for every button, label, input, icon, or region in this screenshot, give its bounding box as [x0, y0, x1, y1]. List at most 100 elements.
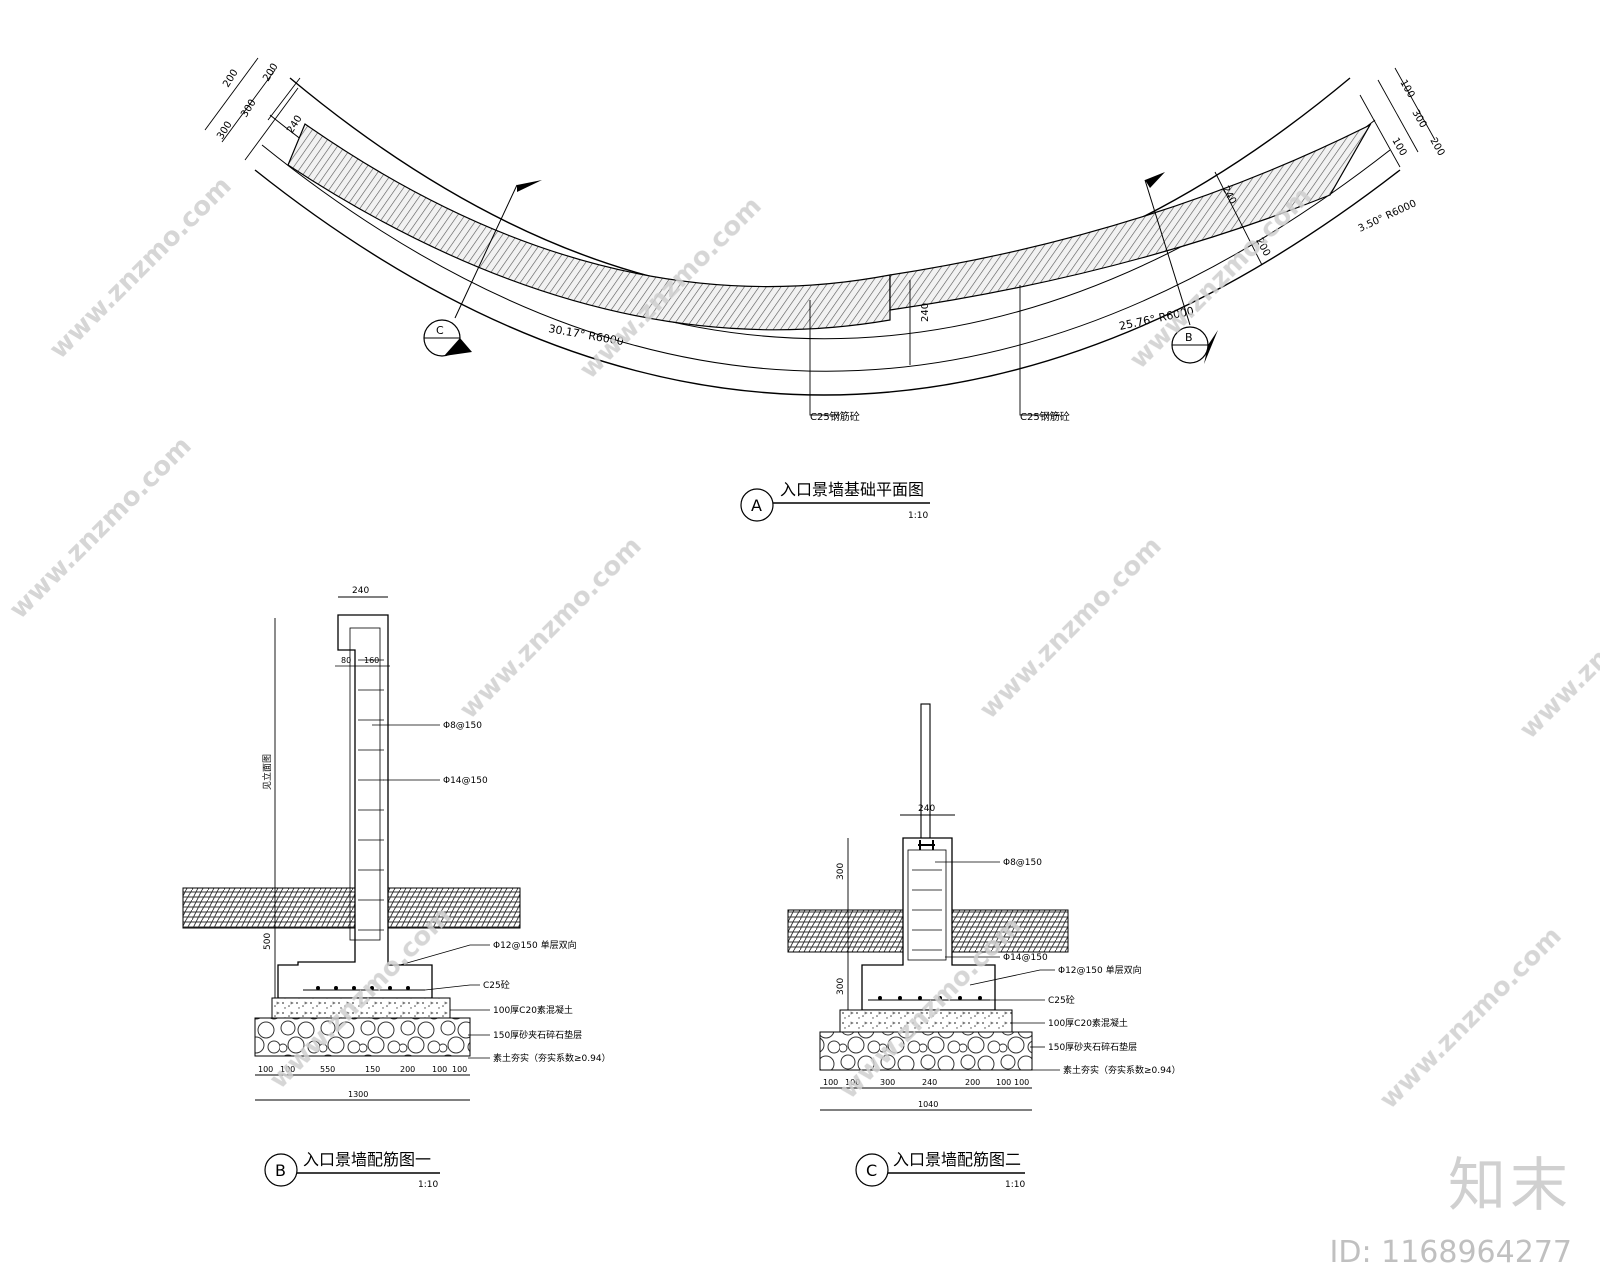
section-c-callout-0: Φ8@150 [1003, 858, 1042, 868]
section-c-callout-2: Φ12@150 单层双向 [1058, 964, 1142, 976]
plan-scale: 1:10 [908, 511, 928, 521]
section-c-bottom-dim-0: 100 [823, 1078, 838, 1087]
section-b-gravel [254, 1017, 471, 1057]
section-c-bottom-dim-5: 100 [996, 1078, 1011, 1087]
section-b-callout-3: C25砼 [483, 979, 510, 991]
plan-callout-right: C25钢筋砼 [1020, 410, 1070, 423]
plan-title-marker-circle [740, 488, 774, 522]
plan-outer-arc-bottom [254, 169, 1401, 396]
plan-inner-arc-2 [261, 144, 1391, 372]
section-c-total: 1040 [918, 1100, 938, 1109]
section-c-bottom-dim-1: 100 [845, 1078, 860, 1087]
section-c-leaders [935, 861, 1060, 1071]
plan-dim-left-1: 300 [239, 98, 258, 120]
section-b-sub-dim-0: 80 [341, 656, 351, 665]
plan-outer-arc-top [289, 77, 1351, 300]
section-c-bottom-dim-4: 200 [965, 1078, 980, 1087]
section-c-callout-3: C25砼 [1048, 994, 1075, 1006]
plan-dim-left-2: 200 [261, 62, 280, 84]
section-b-sub-dim-1: 160 [364, 656, 379, 665]
section-b-height-label: 见立面图 [261, 754, 273, 790]
section-b-view: 240 80 160 见立面图 500 Φ8@150 Φ14@150 Φ12@1… [182, 586, 611, 1190]
section-c-earth-left [787, 909, 905, 953]
section-c-post [920, 703, 931, 845]
section-b-total: 1300 [348, 1090, 368, 1099]
watermark-text-4: www.znzmo.com [4, 431, 198, 625]
section-c-callout-4: 100厚C20素混凝土 [1048, 1017, 1128, 1029]
section-b-callout-0: Φ8@150 [443, 721, 482, 731]
plan-arc-label-end: 3.50° R6000 [1357, 198, 1419, 235]
plan-dim-right-1: 300 [1409, 108, 1428, 130]
section-c-depth-label: 300 [836, 978, 846, 995]
plan-view: 200 300 200 300 240 100 300 100 200 3.50… [204, 57, 1446, 522]
plan-dim-center: 240 [920, 303, 931, 322]
plan-dims-right [1359, 67, 1436, 168]
watermark-text-5: www.znzmo.com [454, 531, 648, 725]
section-c-bottom-dim-6: 100 [1014, 1078, 1029, 1087]
section-b-bottom-dim-3: 150 [365, 1065, 380, 1074]
section-b-scale: 1:10 [418, 1180, 438, 1190]
section-c-view: 240 300 300 Φ8@150 Φ14@150 Φ12@150 单层双向 … [787, 703, 1181, 1190]
section-b-bottom-dim-2: 550 [320, 1065, 335, 1074]
section-b-bottom-dim-5: 100 [432, 1065, 447, 1074]
brand-logo-text: 知末 [1447, 1151, 1572, 1219]
wall-hatch-left [287, 123, 891, 331]
section-b-callout-6: 素土夯实（夯实系数≥0.94） [493, 1052, 611, 1064]
watermark-text-1: www.znzmo.com [44, 171, 238, 365]
section-b-marker: B [1185, 331, 1193, 344]
section-b-callout-1: Φ14@150 [443, 776, 488, 786]
section-c-scale: 1:10 [1005, 1180, 1025, 1190]
section-c-callout-6: 素土夯实（夯实系数≥0.94） [1063, 1064, 1181, 1076]
callout-leader-right [1019, 285, 1060, 416]
section-b-top-width: 240 [352, 586, 369, 596]
section-c-title-circle [855, 1153, 889, 1187]
section-c-bottom-dim-3: 240 [922, 1078, 937, 1087]
plan-dim-left-0: 200 [221, 68, 240, 90]
section-b-title-circle [264, 1153, 298, 1187]
watermark-text-7: www.znzmo.com [1374, 921, 1568, 1115]
section-c-title-marker: C [866, 1161, 877, 1180]
section-b-callout-2: Φ12@150 单层双向 [493, 939, 577, 951]
section-b-earth-right [384, 887, 521, 929]
section-c-gravel [819, 1031, 1033, 1071]
section-c-callout-5: 150厚砂夹石碎石垫层 [1048, 1041, 1137, 1053]
section-b-bottom-dim-0: 100 [258, 1065, 273, 1074]
plan-title-marker: A [751, 496, 762, 515]
section-b-depth-label: 500 [263, 933, 273, 950]
plan-title: 入口景墙基础平面图 [780, 480, 924, 499]
section-b-callout-4: 100厚C20素混凝土 [493, 1004, 573, 1016]
plan-dim-right-3: 200 [1427, 136, 1446, 158]
section-b-leaders [372, 724, 490, 1059]
section-c-height-label: 300 [836, 863, 846, 880]
section-b-bottom-dim-1: 100 [280, 1065, 295, 1074]
section-cut-b: B [1144, 172, 1218, 364]
section-c-bottom-bars [878, 996, 982, 1000]
image-id-text: ID: 1168964277 [1329, 1235, 1572, 1270]
section-c-marker: C [436, 324, 444, 337]
section-b-title: 入口景墙配筋图一 [303, 1150, 431, 1169]
section-b-wall-outline [277, 614, 433, 999]
section-c-title: 入口景墙配筋图二 [893, 1150, 1021, 1169]
section-b-bottom-bars [316, 986, 410, 990]
plan-dim-left-3: 300 [215, 120, 234, 142]
section-b-bottom-dim-4: 200 [400, 1065, 415, 1074]
section-b-rebar-ties [358, 659, 384, 931]
plan-dim-right-0: 100 [1397, 78, 1416, 100]
section-c-callout-1: Φ14@150 [1003, 953, 1048, 963]
section-c-rebar-ties [912, 869, 942, 951]
section-c-top-width: 240 [918, 804, 935, 814]
section-b-callout-5: 150厚砂夹石碎石垫层 [493, 1029, 582, 1041]
plan-callout-left: C25钢筋砼 [810, 410, 860, 423]
section-c-earth-right [949, 909, 1069, 953]
section-c-bottom-dim-2: 300 [880, 1078, 895, 1087]
section-b-bottom-dim-6: 100 [452, 1065, 467, 1074]
section-b-earth-left [182, 887, 361, 929]
section-cut-c: C [423, 180, 542, 357]
plan-dim-right-2: 100 [1389, 136, 1408, 158]
section-b-title-marker: B [275, 1161, 286, 1180]
watermark-text-8: www.znzmo.com [1514, 551, 1600, 745]
wall-hatch-right [889, 123, 1372, 311]
plan-dims-left [204, 57, 301, 161]
watermark-text-6: www.znzmo.com [974, 531, 1168, 725]
